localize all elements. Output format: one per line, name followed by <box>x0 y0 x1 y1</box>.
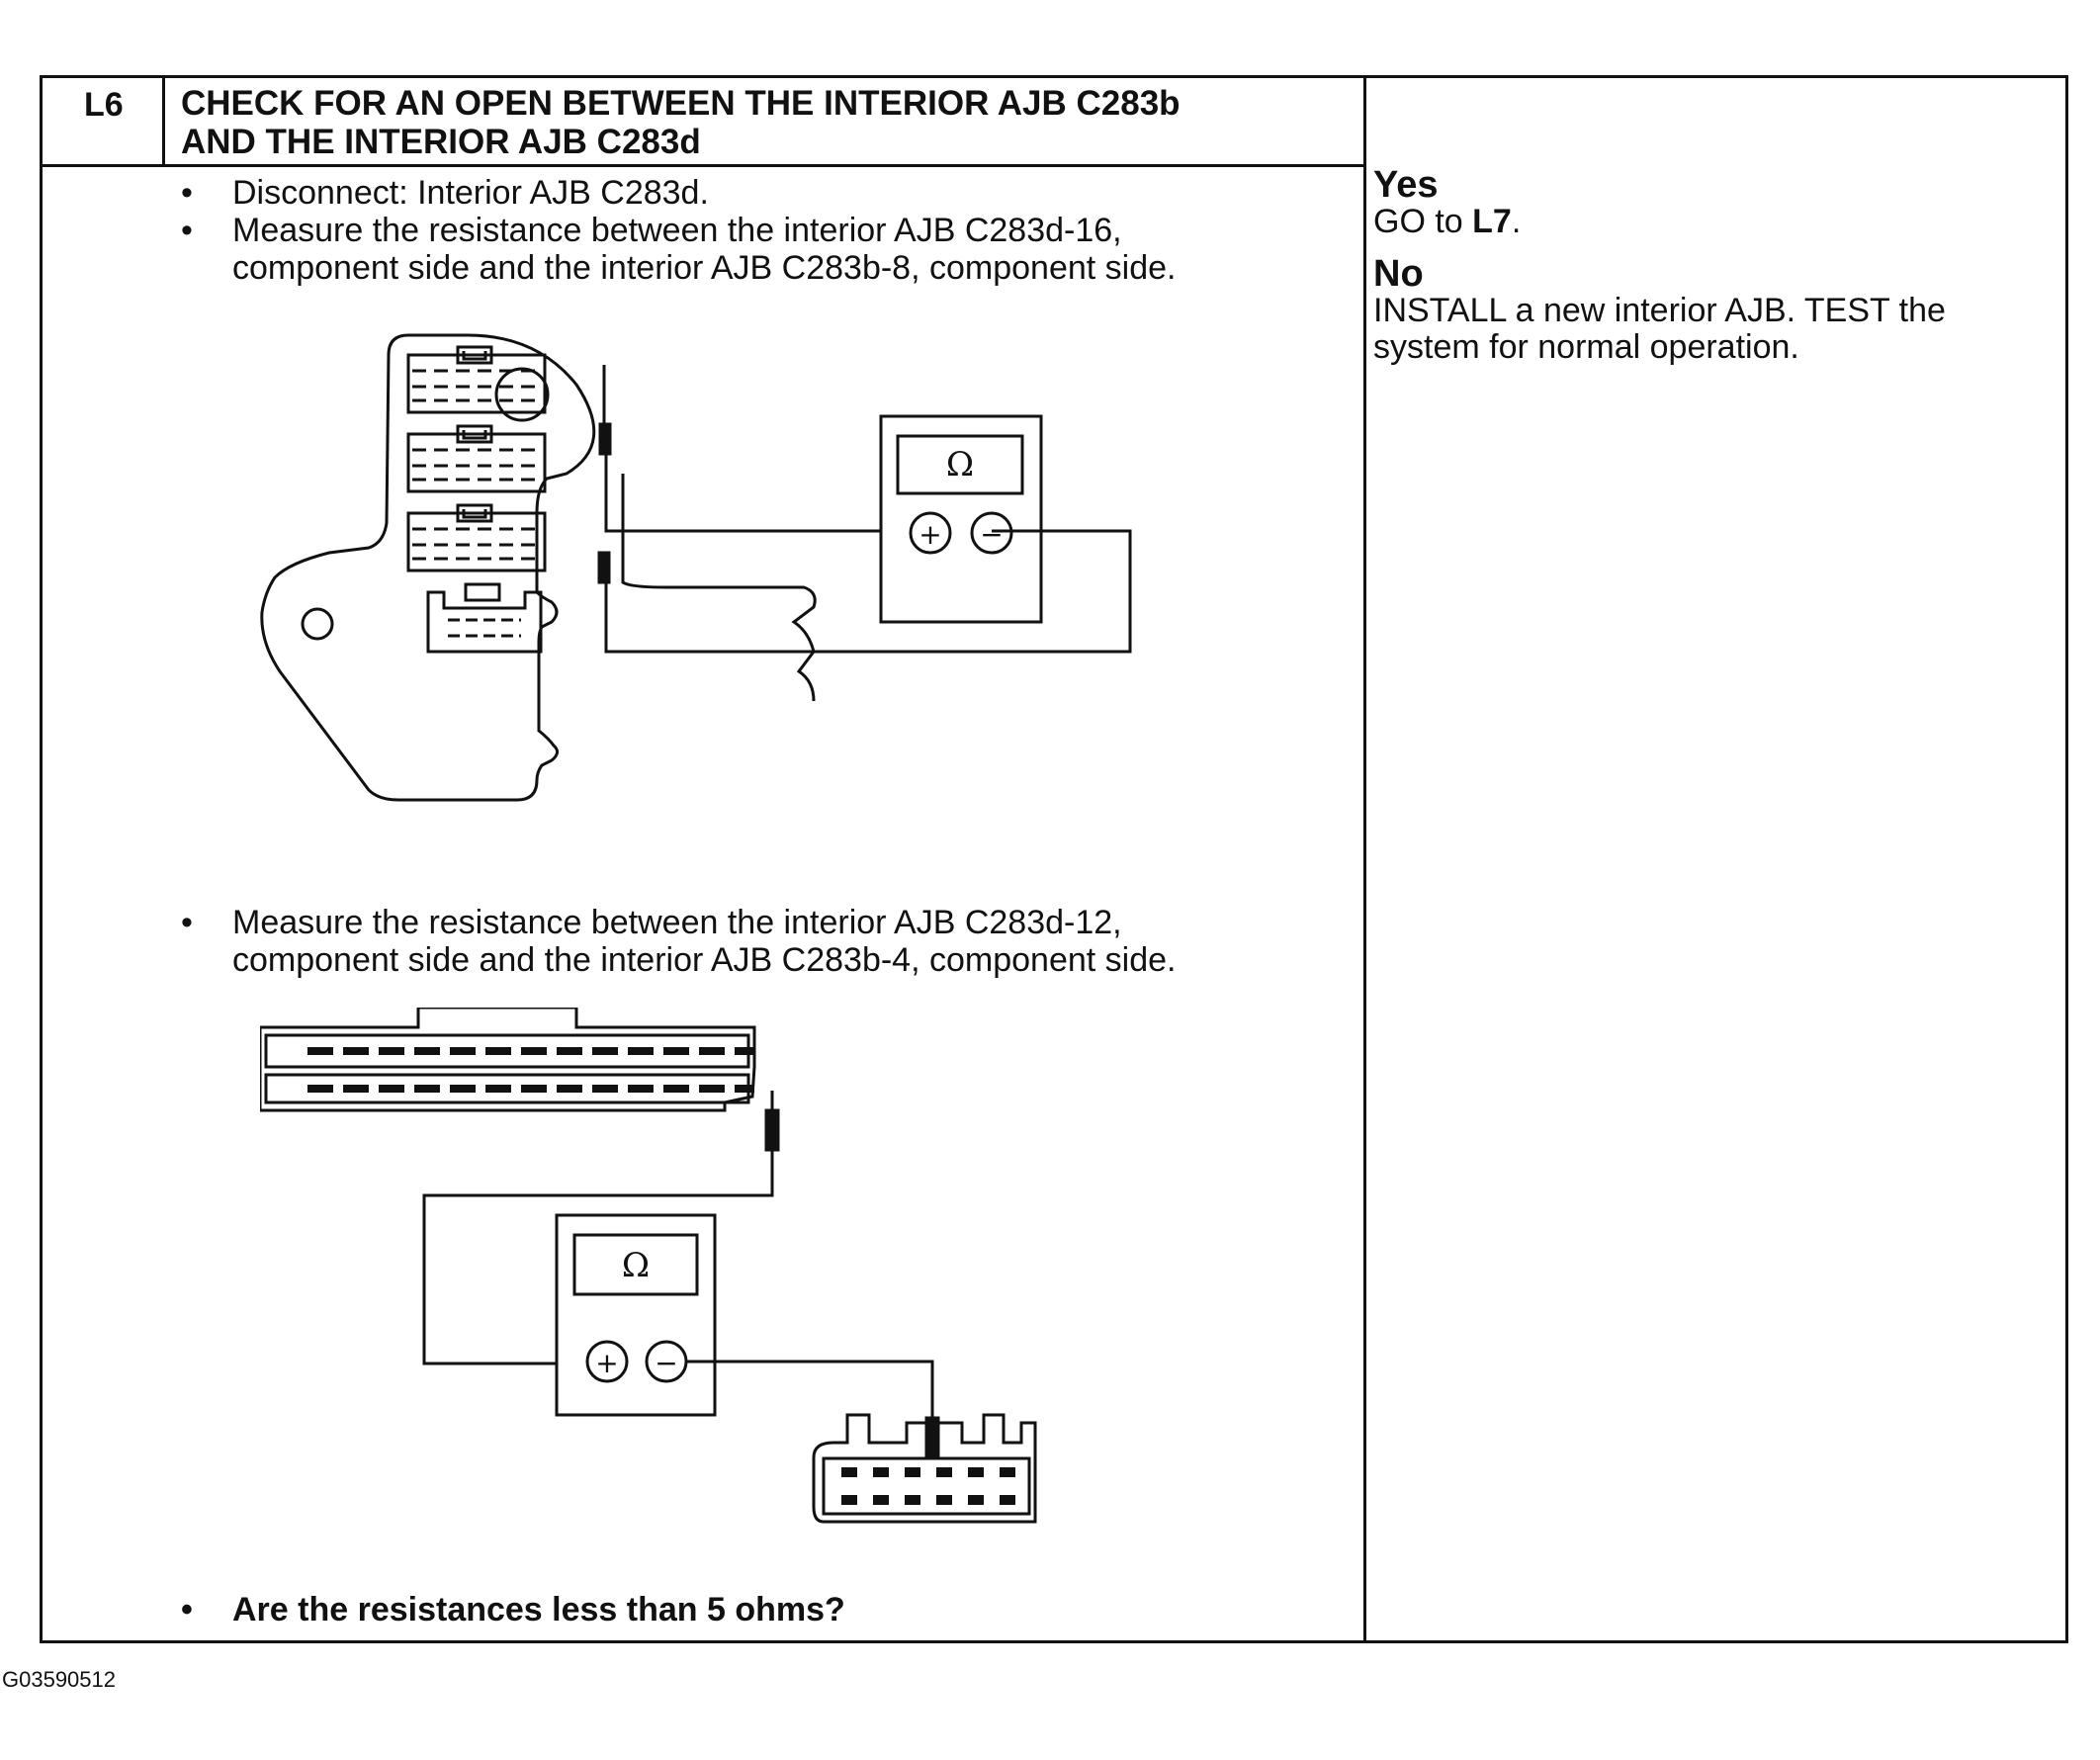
no-label: No <box>1373 253 1424 295</box>
test-lead-negative-2 <box>686 1360 934 1423</box>
step-id: L6 <box>84 86 124 124</box>
yes-target-link[interactable]: L7 <box>1472 203 1512 240</box>
connector-c283b-long <box>260 1008 756 1112</box>
connector-c283c <box>406 503 547 572</box>
step-title-line2: AND THE INTERIOR AJB C283d <box>181 123 701 161</box>
minus-terminal-icon-2: − <box>655 1347 677 1379</box>
question: • Are the resistances less than 5 ohms? <box>181 1591 845 1628</box>
mounting-hole-large <box>494 367 550 422</box>
plus-terminal-icon-2: + <box>595 1347 618 1379</box>
routed-wire <box>621 474 817 702</box>
ohm-symbol-2: Ω <box>622 1246 650 1285</box>
diagram-junction-box-measurement: Ω + − <box>260 333 1132 802</box>
multimeter-2 <box>555 1213 717 1417</box>
instructions-bottom: • Are the resistances less than 5 ohms? <box>177 1591 845 1628</box>
diagram-connector-measurement: Ω + − <box>260 1008 1037 1524</box>
no-text-line1: INSTALL a new interior AJB. TEST the <box>1373 292 1946 329</box>
figure-code: G03590512 <box>2 1667 116 1692</box>
mounting-hole-small <box>301 607 334 641</box>
no-text-line2: system for normal operation. <box>1373 328 1799 366</box>
connector-c283b <box>406 424 547 493</box>
instruction-disconnect: • Disconnect: Interior AJB C283d. <box>181 174 709 212</box>
step-id-divider <box>162 78 165 165</box>
connector-c283d-small <box>812 1413 1037 1524</box>
diagnostic-step-table: L6 CHECK FOR AN OPEN BETWEEN THE INTERIO… <box>40 75 2068 1643</box>
step-title: CHECK FOR AN OPEN BETWEEN THE INTERIOR A… <box>181 84 1181 161</box>
bullet: • <box>181 212 193 249</box>
test-lead-negative <box>604 529 1132 654</box>
minus-terminal-icon: − <box>980 518 1003 551</box>
instructions-top: • Disconnect: Interior AJB C283d. • Meas… <box>177 174 1176 287</box>
header-divider <box>43 164 1363 167</box>
results-divider <box>1363 78 1366 1640</box>
no-block: No INSTALL a new interior AJB. TEST the … <box>1373 253 1946 366</box>
ohm-symbol: Ω <box>946 445 974 484</box>
instruction-measure-1: • Measure the resistance between the int… <box>181 212 1177 287</box>
test-lead-positive <box>604 454 881 533</box>
bullet: • <box>181 1591 193 1628</box>
connector-c283a <box>406 345 547 414</box>
bullet: • <box>181 174 193 212</box>
step-title-line1: CHECK FOR AN OPEN BETWEEN THE INTERIOR A… <box>181 84 1181 123</box>
multimeter-1 <box>879 414 1043 624</box>
yes-label: Yes <box>1373 164 1439 206</box>
connector-c283d <box>426 582 543 654</box>
instructions-middle: • Measure the resistance between the int… <box>177 904 1176 979</box>
yes-block: Yes GO to L7. <box>1373 164 1522 240</box>
instruction-measure-2: • Measure the resistance between the int… <box>181 904 1177 979</box>
bullet: • <box>181 904 193 941</box>
plus-terminal-icon: + <box>919 518 941 551</box>
test-lead-positive-2 <box>422 1091 774 1365</box>
yes-text: GO to L7. <box>1373 203 1522 240</box>
junction-box-outline <box>260 333 596 802</box>
